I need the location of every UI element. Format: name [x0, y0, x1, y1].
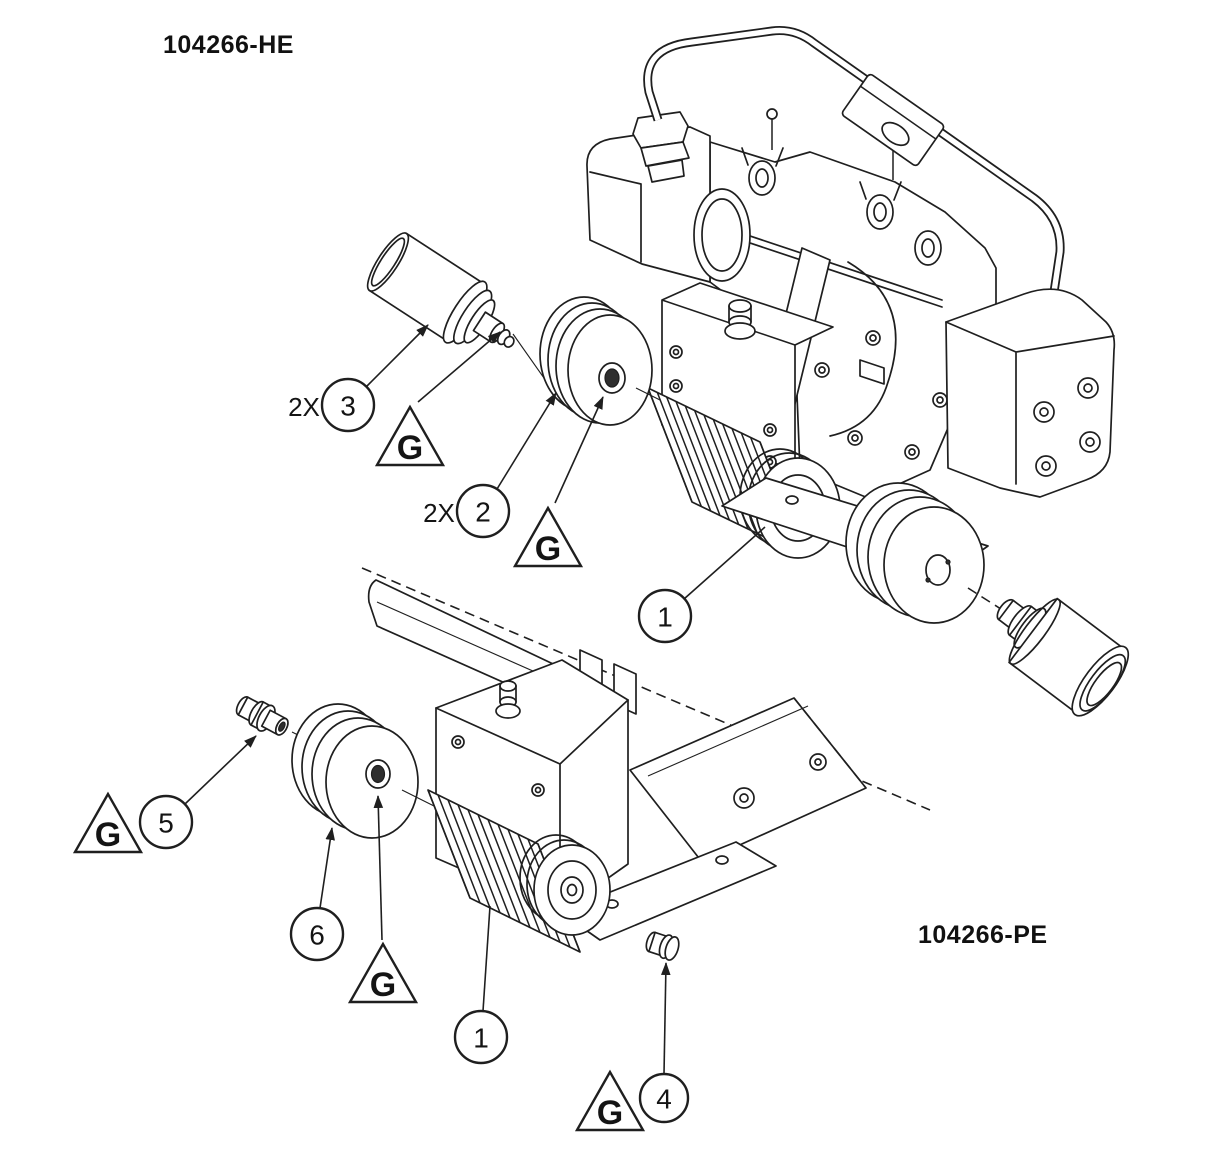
balloon-number: 1 — [657, 602, 673, 633]
left-motor — [586, 111, 751, 283]
callout-grease-triangle-plug-lower: G — [574, 1069, 646, 1132]
balloon-number: 5 — [158, 808, 174, 839]
grease-symbol-letter: G — [370, 966, 396, 1004]
drain-plug — [645, 931, 680, 961]
grease-triangle-outline — [374, 404, 446, 467]
assembly-label-104266-pe: 104266-PE — [918, 921, 1048, 949]
grease-symbol-letter: G — [397, 429, 423, 467]
callout-grease-triangle-pulley-lower: G — [347, 795, 419, 1004]
callout-balloon-1-upper: 1 — [637, 526, 766, 644]
tee-fitting — [841, 73, 945, 167]
balloon-circle — [638, 1072, 690, 1124]
assembly-104266-pe-drawing — [235, 567, 931, 961]
grease-triangle-outline — [512, 505, 584, 568]
grease-triangle-outline — [72, 791, 144, 854]
callout-grease-triangle-pulley-upper: G — [512, 396, 604, 568]
quantity-label: 2X — [423, 498, 455, 528]
cut-plate-fragment — [367, 579, 637, 715]
balloon-number: 1 — [473, 1023, 489, 1054]
callout-grease-triangle-fitting-lower: G — [72, 791, 144, 854]
exploded-filter-right — [996, 597, 1130, 717]
callout-balloon-2: 2 2X — [423, 392, 557, 539]
exploded-grease-fitting — [235, 696, 289, 736]
balloon-circle — [289, 906, 345, 962]
grease-symbol-letter: G — [535, 530, 561, 568]
assembly-label-104266-he: 104266-HE — [163, 31, 294, 59]
balloon-circle — [453, 1009, 509, 1065]
exploded-pulley-right — [845, 482, 1005, 624]
exploded-filter-left — [366, 232, 515, 348]
balloon-circle — [637, 588, 693, 644]
assembly-104266-he-drawing — [366, 26, 1130, 717]
grease-symbol-letter: G — [597, 1094, 623, 1132]
callout-balloon-3: 3 2X — [288, 324, 429, 433]
quantity-label: 2X — [288, 392, 320, 422]
exploded-pulley-left — [512, 296, 661, 426]
balloon-number: 3 — [340, 391, 356, 422]
balloon-number: 6 — [309, 920, 325, 951]
callout-balloon-6: 6 — [289, 827, 345, 962]
balloon-number: 2 — [475, 497, 491, 528]
pump-end-disc-lower — [519, 834, 611, 936]
callout-balloon-5: 5 — [138, 735, 257, 850]
right-pump-head — [945, 288, 1116, 498]
callout-grease-triangle-filter-upper: G — [374, 331, 501, 467]
motor-fragment-right — [629, 697, 867, 863]
callout-balloon-1-lower: 1 — [453, 905, 509, 1065]
exploded-pulley-lower — [291, 703, 435, 839]
grease-triangle-outline — [347, 941, 419, 1004]
grease-triangle-outline — [574, 1069, 646, 1132]
balloon-number: 4 — [656, 1084, 672, 1115]
callout-balloon-4: 4 — [638, 962, 690, 1124]
breather-cap-upper — [724, 299, 756, 340]
balloon-circle — [138, 794, 194, 850]
grease-symbol-letter: G — [95, 816, 121, 854]
balloon-circle — [320, 377, 376, 433]
breather-cap-lower — [495, 680, 521, 719]
balloon-circle — [455, 483, 511, 539]
